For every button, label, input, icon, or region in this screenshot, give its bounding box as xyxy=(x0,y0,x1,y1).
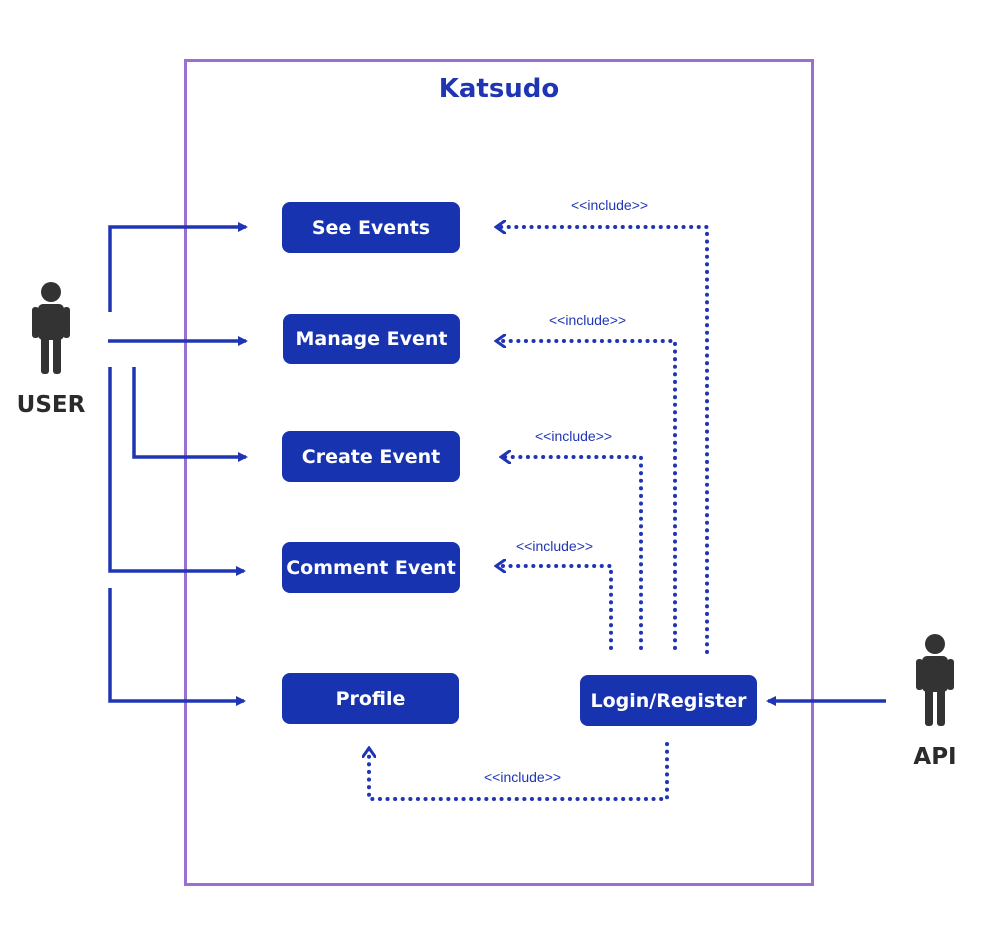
include-label-comment-event: <<include>> xyxy=(516,538,594,554)
include-label-see-events: <<include>> xyxy=(571,197,649,213)
use-case-see-events[interactable]: See Events xyxy=(282,202,460,253)
user-to-comment-event-line xyxy=(108,367,246,576)
api-actor-label: API xyxy=(913,744,957,770)
use-case-login-register[interactable]: Login/Register xyxy=(580,675,757,726)
include-label-create-event: <<include>> xyxy=(535,428,613,444)
use-case-manage-event[interactable]: Manage Event xyxy=(283,314,460,364)
user-to-see-events-line xyxy=(108,222,248,312)
include-create-event-line xyxy=(499,457,643,650)
system-title: Katsudo xyxy=(438,74,560,104)
user-to-profile-line xyxy=(108,588,246,706)
user-actor-icon xyxy=(32,282,70,374)
include-comment-event-line xyxy=(494,566,613,650)
api-actor-icon xyxy=(916,634,954,726)
include-manage-event-line xyxy=(494,341,677,650)
include-profile-line xyxy=(369,742,669,801)
use-case-comment-event[interactable]: Comment Event xyxy=(282,542,460,593)
use-case-create-event[interactable]: Create Event xyxy=(282,431,460,482)
include-label-manage-event: <<include>> xyxy=(549,312,627,328)
system-boundary xyxy=(184,59,814,886)
user-actor-label: USER xyxy=(16,392,86,418)
include-see-events-line xyxy=(494,227,709,654)
user-to-create-event-line xyxy=(132,367,248,462)
include-label-profile: <<include>> xyxy=(484,769,562,785)
use-case-profile[interactable]: Profile xyxy=(282,673,459,724)
